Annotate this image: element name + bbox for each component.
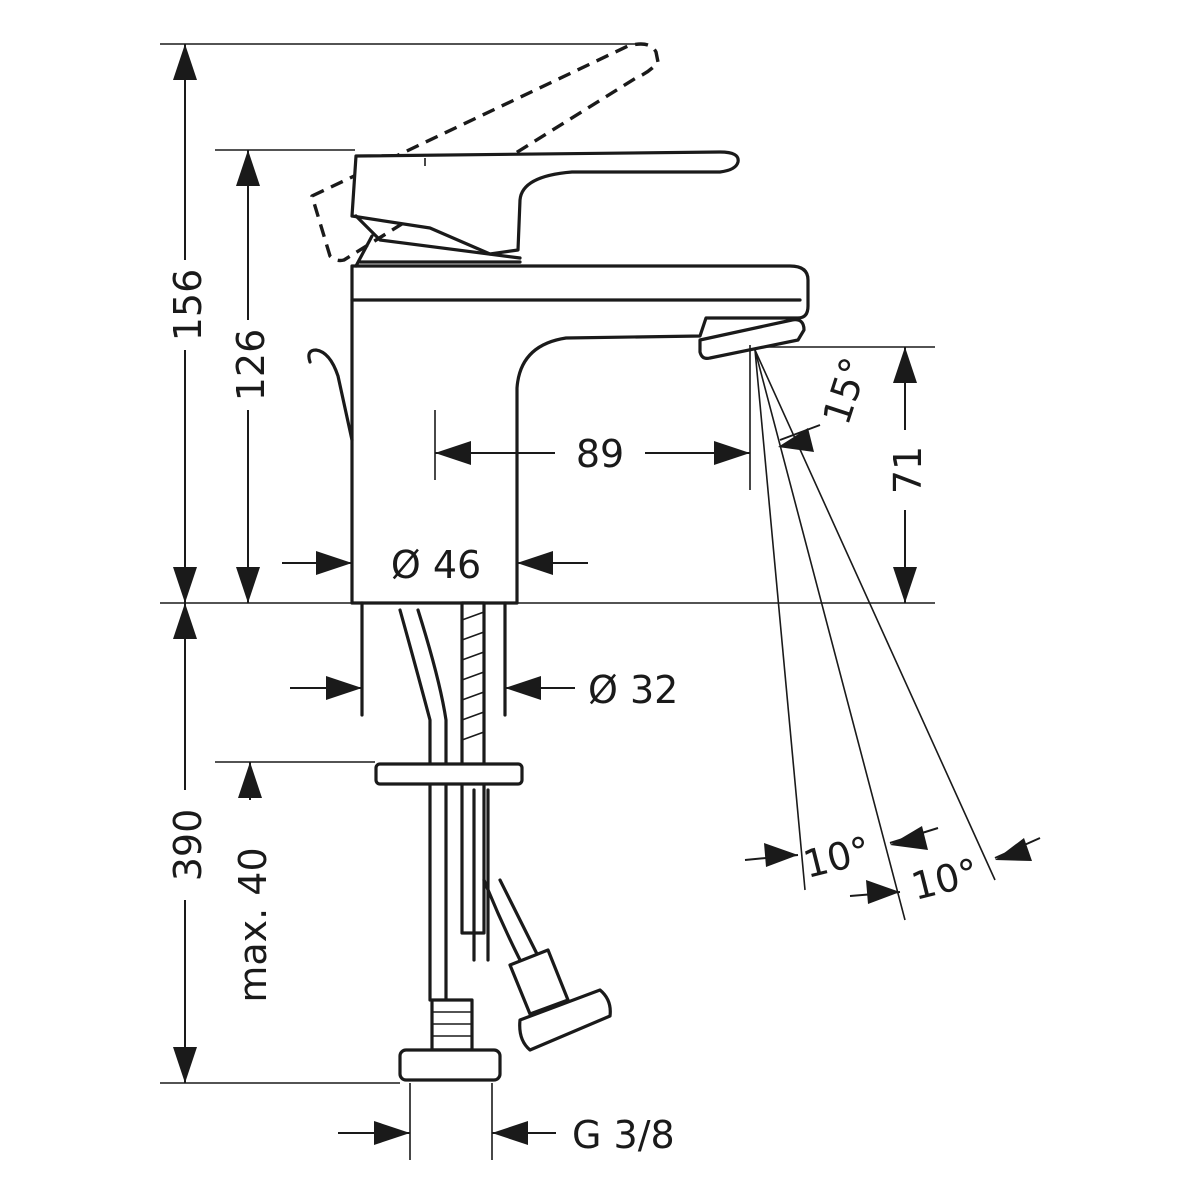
dim-connection-thread-label: G 3/8 bbox=[572, 1113, 675, 1157]
reference-lines bbox=[160, 43, 935, 1084]
angle-spray-right: 10° bbox=[849, 837, 1041, 909]
dim-spout-height-label: 71 bbox=[886, 446, 930, 494]
dim-max-counter: max. 40 bbox=[231, 762, 275, 1003]
dim-max-counter-label: max. 40 bbox=[231, 847, 275, 1002]
lever bbox=[350, 150, 740, 256]
under-counter-parts bbox=[360, 601, 612, 1082]
dim-spout-height: 71 bbox=[886, 347, 930, 603]
spray-pattern bbox=[749, 345, 996, 921]
faucet bbox=[307, 42, 810, 1082]
dim-body-diameter-label: Ø 46 bbox=[391, 543, 481, 587]
aerator bbox=[698, 318, 806, 360]
popup-rod bbox=[307, 348, 354, 442]
angle-spray-right-label: 10° bbox=[907, 850, 983, 909]
faucet-body bbox=[350, 264, 810, 605]
dim-spout-reach-label: 89 bbox=[576, 432, 624, 476]
angle-spray-left-label: 10° bbox=[799, 828, 875, 887]
lever-raised-outline bbox=[310, 42, 660, 263]
dim-hose-length: 390 bbox=[166, 603, 210, 1083]
dim-shank-diameter: Ø 32 bbox=[290, 668, 678, 712]
dim-body-diameter: Ø 46 bbox=[282, 543, 588, 587]
angle-spray-tilt-label: 15° bbox=[814, 352, 877, 430]
dim-shank-diameter-label: Ø 32 bbox=[588, 668, 678, 712]
dim-connection-thread: G 3/8 bbox=[338, 1083, 675, 1160]
dim-total-height: 156 bbox=[166, 44, 210, 603]
dim-body-height: 126 bbox=[229, 150, 273, 603]
dim-spout-reach: 89 bbox=[434, 410, 750, 480]
dim-total-height-label: 156 bbox=[166, 269, 210, 342]
angle-spray-tilt: 15° bbox=[778, 352, 877, 452]
dim-body-height-label: 126 bbox=[229, 329, 273, 402]
dim-hose-length-label: 390 bbox=[166, 809, 210, 882]
